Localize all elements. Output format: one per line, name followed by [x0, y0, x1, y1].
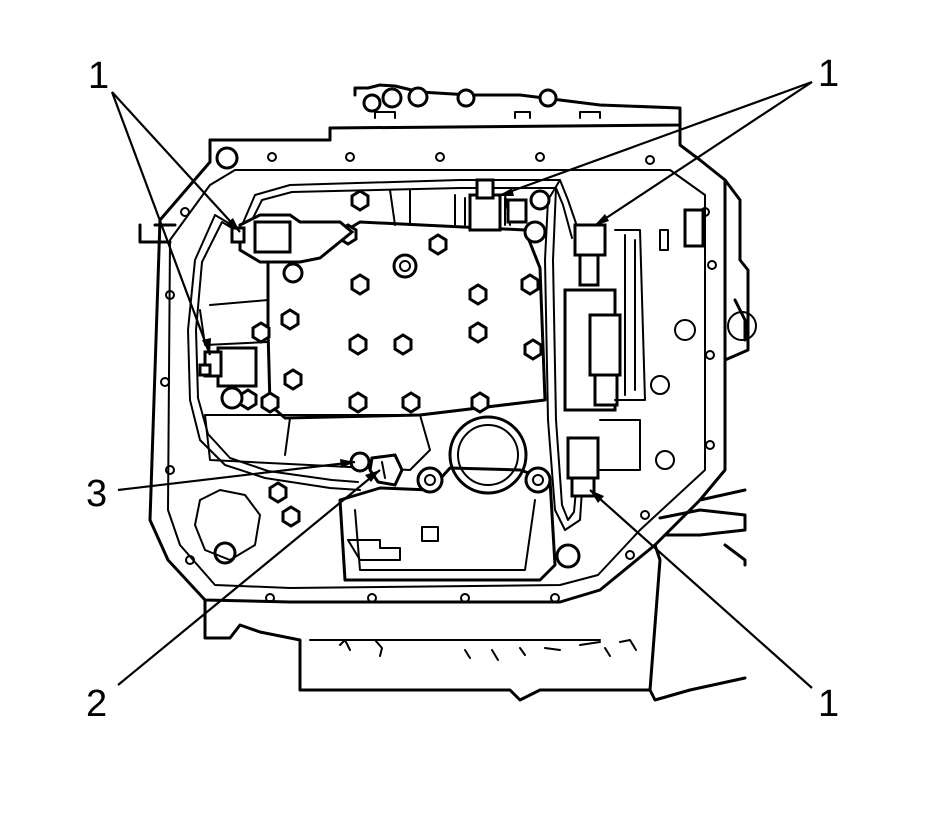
callout-1-top-left: 1 — [88, 55, 109, 97]
leader-lines — [110, 80, 813, 689]
callout-2: 2 — [86, 683, 107, 725]
solenoid-left — [198, 346, 258, 388]
transmission-case — [138, 83, 757, 702]
solenoid-right-lower — [566, 419, 641, 498]
valve-body — [199, 189, 551, 565]
callout-1-bottom-right: 1 — [818, 683, 839, 725]
callout-3: 3 — [86, 473, 107, 515]
flange-bolt-holes — [160, 146, 717, 603]
wiring-harness — [187, 179, 583, 531]
valve-body-bolts — [213, 189, 551, 565]
solenoid-top-left — [230, 213, 355, 264]
solenoid-right-upper — [563, 208, 705, 470]
wiring-connector — [349, 451, 404, 487]
callout-1-top-right: 1 — [818, 53, 839, 95]
solenoid-top-center — [464, 178, 528, 232]
filter-housing — [194, 415, 581, 582]
